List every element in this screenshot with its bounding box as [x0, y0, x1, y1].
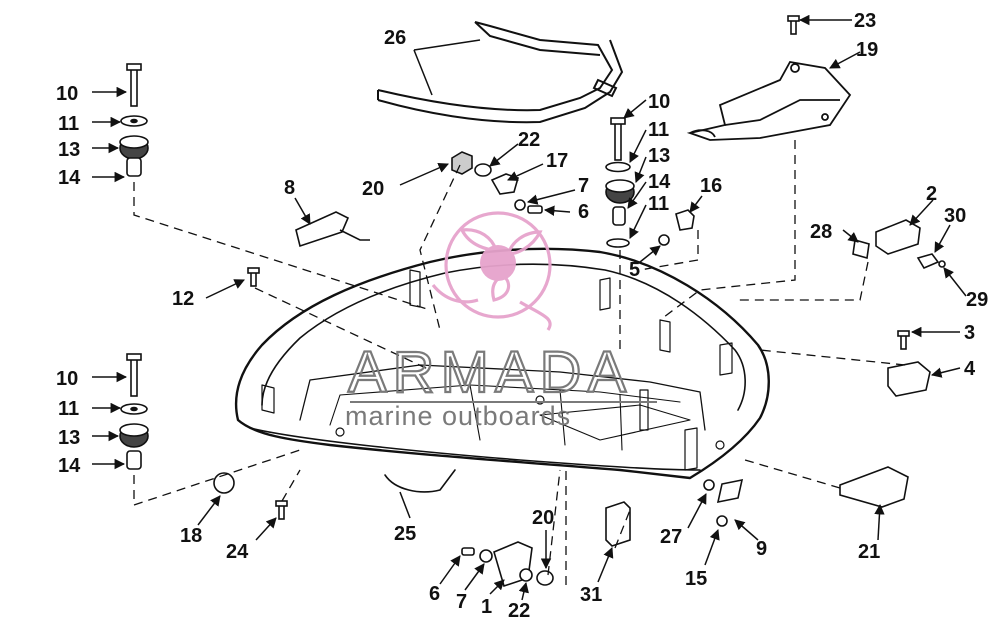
callout-26: 26 [384, 27, 406, 49]
callout-8: 8 [284, 177, 295, 199]
callout-22: 22 [508, 600, 530, 622]
callout-leaders [92, 14, 967, 601]
callout-19: 19 [856, 39, 878, 61]
assembly-lines [133, 140, 906, 585]
callout-20: 20 [532, 507, 554, 529]
callout-10: 10 [648, 91, 670, 113]
callout-labels: 10 11 13 14 10 11 13 14 26 22 17 20 7 6 … [56, 10, 988, 622]
callout-27: 27 [660, 526, 682, 548]
callout-21: 21 [858, 541, 880, 563]
callout-13: 13 [58, 427, 80, 449]
callout-18: 18 [180, 525, 202, 547]
callout-29: 29 [966, 289, 988, 311]
callout-10: 10 [56, 83, 78, 105]
callout-11: 11 [58, 113, 79, 135]
callout-17: 17 [546, 150, 568, 172]
callout-7: 7 [578, 175, 589, 197]
callout-23: 23 [854, 10, 876, 32]
callout-9: 9 [756, 538, 767, 560]
callout-7: 7 [456, 591, 467, 613]
callout-28: 28 [810, 221, 832, 243]
callout-11: 11 [648, 119, 669, 141]
callout-16: 16 [700, 175, 722, 197]
callout-14: 14 [58, 167, 81, 189]
lower-cover [234, 247, 770, 493]
watermark-brand: ARMADA [348, 340, 632, 405]
handle-part [377, 21, 624, 124]
propeller-logo-icon [431, 211, 552, 331]
callout-13: 13 [58, 139, 80, 161]
callout-31: 31 [580, 584, 602, 606]
callout-6: 6 [429, 583, 440, 605]
callout-15: 15 [685, 568, 707, 590]
callout-20: 20 [362, 178, 384, 200]
callout-2: 2 [926, 183, 937, 205]
callout-3: 3 [964, 322, 975, 344]
callout-10: 10 [56, 368, 78, 390]
callout-13: 13 [648, 145, 670, 167]
callout-5: 5 [629, 259, 640, 281]
callout-6: 6 [578, 201, 589, 223]
callout-11: 11 [58, 398, 79, 420]
callout-12: 12 [172, 288, 194, 310]
callout-14: 14 [648, 171, 671, 193]
watermark: ARMADA marine outboards [345, 211, 657, 431]
callout-30: 30 [944, 205, 966, 227]
callout-25: 25 [394, 523, 416, 545]
fasteners [119, 15, 946, 588]
callout-24: 24 [226, 541, 249, 563]
bracket-part [686, 61, 852, 141]
callout-11: 11 [648, 193, 669, 215]
callout-22: 22 [518, 129, 540, 151]
watermark-tagline: marine outboards [345, 401, 571, 431]
callout-1: 1 [481, 596, 492, 618]
callout-4: 4 [964, 358, 976, 380]
callout-14: 14 [58, 455, 81, 477]
